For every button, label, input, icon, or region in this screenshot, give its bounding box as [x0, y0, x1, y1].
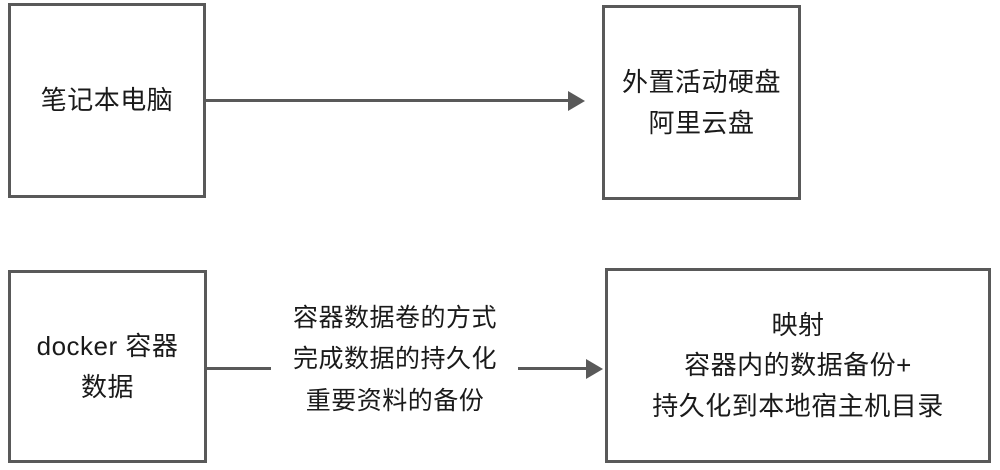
edge-label-docker-to-mapping: 容器数据卷的方式 完成数据的持久化 重要资料的备份 — [271, 298, 519, 422]
node-external-storage-line-1: 外置活动硬盘 — [621, 67, 781, 98]
node-docker-data[interactable]: docker 容器 数据 — [8, 270, 207, 463]
node-mapping-line-3: 持久化到本地宿主机目录 — [652, 390, 944, 421]
edge-label-line-1: 容器数据卷的方式 — [292, 304, 497, 332]
connector-docker-to-mapping-right-stub — [518, 367, 588, 370]
edge-label-line-3: 重要资料的备份 — [305, 386, 485, 415]
connector-docker-to-mapping-left-stub — [207, 367, 271, 370]
node-docker-data-line-2: 数据 — [80, 371, 134, 402]
connector-laptop-to-external-line — [206, 99, 570, 102]
edge-label-line-2: 完成数据的持久化 — [292, 345, 497, 374]
node-laptop-line-1: 笔记本电脑 — [40, 85, 174, 116]
node-external-storage-line-2: 阿里云盘 — [648, 107, 755, 138]
node-external-storage[interactable]: 外置活动硬盘 阿里云盘 — [602, 5, 801, 200]
node-laptop[interactable]: 笔记本电脑 — [8, 3, 206, 198]
node-mapping[interactable]: 映射 容器内的数据备份+ 持久化到本地宿主机目录 — [605, 268, 991, 463]
node-mapping-line-1: 映射 — [771, 310, 825, 341]
node-mapping-line-2: 容器内的数据备份+ — [684, 350, 912, 381]
node-docker-data-line-1: docker 容器 — [36, 331, 179, 362]
arrowhead-docker-to-mapping-icon — [586, 359, 603, 379]
arrowhead-laptop-to-external-icon — [568, 91, 585, 111]
